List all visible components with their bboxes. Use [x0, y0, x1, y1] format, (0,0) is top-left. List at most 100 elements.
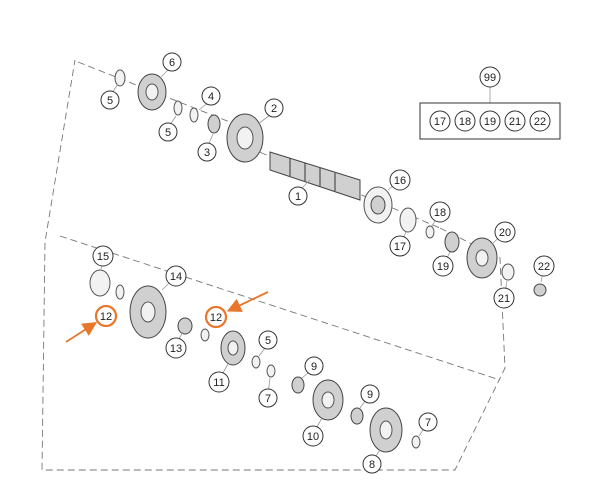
callout-7: 7 — [418, 412, 438, 432]
circlip-part — [411, 435, 421, 449]
callout-20: 20 — [494, 221, 516, 243]
callout-8: 8 — [362, 454, 382, 474]
callout-12-highlighted: 12 — [94, 304, 118, 328]
callout-18: 18 — [429, 201, 451, 223]
washer-part — [251, 355, 261, 369]
kit-item-22: 22 — [529, 110, 551, 132]
callout-21: 21 — [493, 287, 515, 309]
gear-10-part — [312, 379, 344, 421]
callout-label: 21 — [498, 293, 510, 305]
callout-5: 5 — [158, 122, 178, 142]
callout-label: 7 — [425, 417, 431, 429]
callout-15: 15 — [92, 245, 114, 267]
callout-9: 9 — [360, 384, 380, 404]
gear-11-part — [220, 330, 246, 366]
circlip-part — [266, 364, 276, 378]
washer-part — [173, 100, 183, 116]
callout-3: 3 — [197, 142, 217, 162]
callout-label: 14 — [170, 271, 182, 283]
callout-13: 13 — [165, 337, 187, 359]
callout-label: 18 — [459, 116, 471, 128]
callout-label: 20 — [499, 227, 511, 239]
callout-label: 11 — [213, 377, 224, 389]
kit-item-19: 19 — [479, 110, 501, 132]
callout-label: 12 — [210, 312, 222, 324]
callout-label: 17 — [434, 116, 446, 128]
callout-12-highlighted: 12 — [204, 305, 228, 329]
callout-16: 16 — [389, 169, 411, 191]
upper-shaft-parts — [114, 69, 547, 297]
callout-label: 6 — [169, 57, 175, 69]
callout-label: 1 — [295, 191, 301, 203]
callout-2: 2 — [264, 98, 284, 118]
callout-5: 5 — [100, 90, 120, 110]
callout-label: 3 — [204, 147, 210, 159]
callout-label: 12 — [100, 311, 112, 323]
callout-22: 22 — [533, 255, 555, 277]
callout-7: 7 — [258, 388, 278, 408]
kit-item-18: 18 — [454, 110, 476, 132]
kit-99-group: 99 17 18 19 21 22 — [419, 66, 561, 140]
callout-4: 4 — [201, 86, 221, 106]
bearing-16-part — [363, 186, 393, 224]
callout-label: 15 — [97, 251, 109, 263]
callout-label: 21 — [509, 116, 521, 128]
callout-11: 11 — [208, 371, 230, 393]
callout-label: 2 — [271, 103, 277, 115]
callout-label: 16 — [394, 175, 406, 187]
washer-21-part — [501, 263, 515, 281]
callout-9: 9 — [304, 356, 324, 376]
gear-14-part — [129, 285, 167, 339]
seal-17-part — [399, 207, 417, 233]
washer-part — [114, 69, 126, 87]
gear-6-part — [137, 73, 167, 111]
spacer-19-part — [444, 231, 460, 253]
main-shaft-part — [269, 151, 361, 201]
callout-19: 19 — [432, 255, 454, 277]
highlight-arrow-right — [226, 291, 269, 312]
callout-label: 13 — [170, 343, 182, 355]
callout-label: 99 — [484, 72, 496, 84]
sprocket-20-part — [466, 237, 498, 279]
lower-shaft-parts — [89, 269, 421, 453]
callout-label: 7 — [265, 393, 271, 405]
callout-label: 5 — [107, 95, 113, 107]
bushing-9-part — [291, 376, 305, 394]
washer-18-part — [425, 225, 435, 239]
callout-label: 9 — [311, 361, 317, 373]
bearing-15-part — [89, 269, 111, 297]
callout-99: 99 — [479, 66, 501, 88]
callout-label: 22 — [534, 116, 546, 128]
callout-label: 4 — [208, 91, 214, 103]
callout-label: 9 — [367, 389, 373, 401]
callout-17: 17 — [389, 235, 411, 257]
washer-part — [189, 107, 199, 123]
kit-item-21: 21 — [504, 110, 526, 132]
callout-1: 1 — [288, 186, 308, 206]
callout-label: 5 — [265, 335, 271, 347]
callout-label: 8 — [369, 459, 375, 471]
highlight-arrow-left — [65, 322, 98, 343]
callout-10: 10 — [302, 425, 324, 447]
callout-label: 17 — [394, 241, 406, 253]
callout-label: 10 — [307, 431, 319, 443]
needle-bearing-13-part — [177, 317, 193, 335]
nut-22-part — [533, 283, 547, 297]
callout-6: 6 — [162, 52, 182, 72]
washer-part — [200, 328, 210, 342]
callout-label: 19 — [484, 116, 496, 128]
gear-2-part — [226, 113, 264, 163]
bushing-9-part — [350, 407, 364, 425]
callout-14: 14 — [165, 265, 187, 287]
bushing-part — [207, 114, 221, 134]
shaft-axis-line — [59, 235, 501, 381]
callout-label: 5 — [165, 127, 171, 139]
gear-8-part — [369, 407, 403, 453]
callout-label: 19 — [437, 261, 449, 273]
washer-part — [115, 284, 125, 300]
callout-5: 5 — [258, 330, 278, 350]
callout-label: 18 — [434, 207, 446, 219]
callout-label: 22 — [538, 261, 550, 273]
kit-item-17: 17 — [429, 110, 451, 132]
